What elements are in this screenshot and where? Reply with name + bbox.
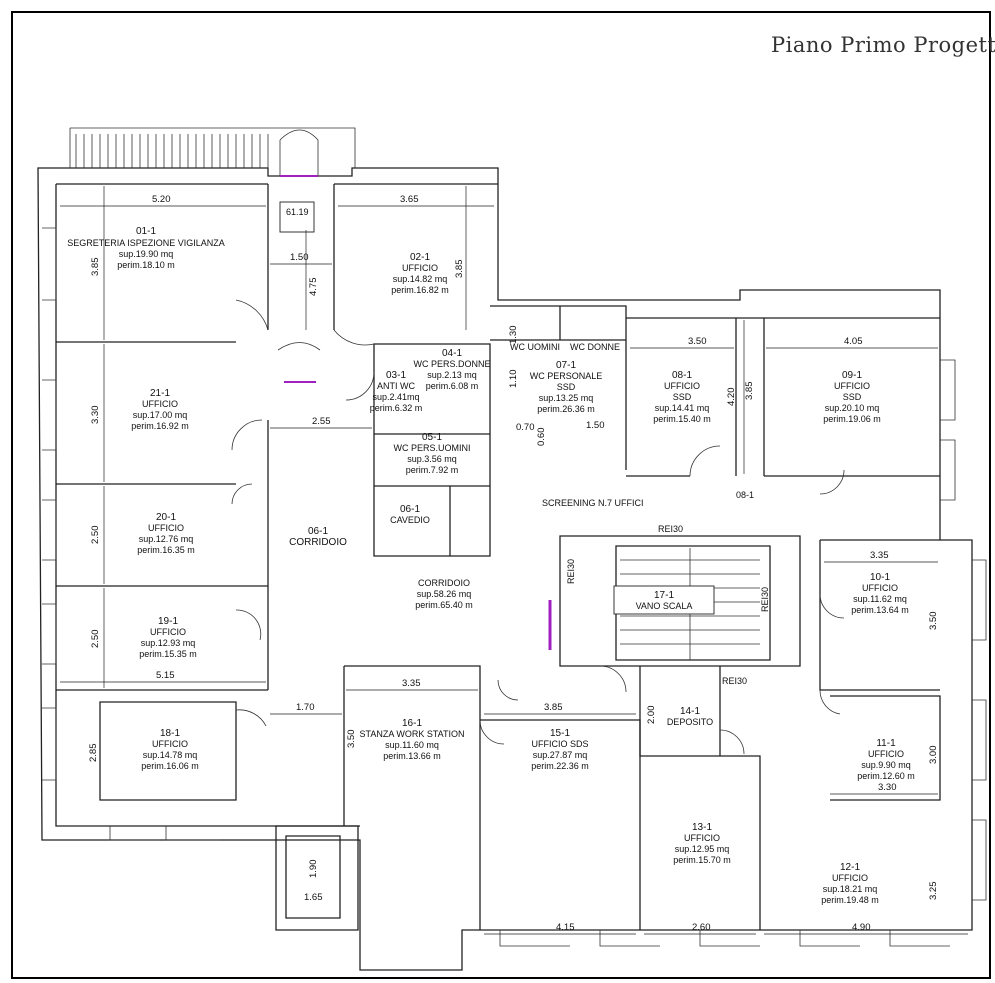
corridor-08-label: 08-1 bbox=[736, 490, 754, 500]
dim-text: 2.60 bbox=[692, 922, 711, 933]
elevator bbox=[279, 201, 315, 233]
drawing-title: Piano Primo Progett bbox=[771, 33, 995, 57]
dim-text: 1.50 bbox=[290, 252, 309, 263]
dim-text: 2.50 bbox=[90, 630, 101, 649]
dim-text: 4.15 bbox=[556, 922, 575, 933]
dim-text: 1.70 bbox=[296, 702, 315, 713]
elevator-code-label: 61.19 bbox=[286, 207, 309, 217]
dim-text: 3.85 bbox=[544, 702, 563, 713]
dim-text: 3.50 bbox=[346, 730, 357, 749]
dim-text: 4.05 bbox=[844, 336, 863, 347]
dim-text: 2.85 bbox=[88, 744, 99, 763]
dim-text: 3.35 bbox=[402, 678, 421, 689]
rei-left-label: REI30 bbox=[566, 559, 576, 584]
dim-text: 3.50 bbox=[688, 336, 707, 347]
misc-labels: SCREENING N.7 UFFICI WC UOMINI WC DONNE … bbox=[286, 207, 770, 686]
wc-donne-label: WC DONNE bbox=[570, 342, 620, 352]
dim-text: 3.85 bbox=[90, 258, 101, 277]
rei-top-label: REI30 bbox=[658, 524, 683, 534]
dim-text: 5.20 bbox=[152, 194, 171, 205]
dim-text: 1.30 bbox=[508, 326, 519, 345]
dim-text: 3.00 bbox=[928, 746, 939, 765]
interior-walls bbox=[56, 183, 941, 931]
dim-text: 4.20 bbox=[726, 388, 737, 407]
dim-text: 4.75 bbox=[308, 278, 319, 297]
dim-text: 1.50 bbox=[586, 420, 605, 431]
dim-text: 3.50 bbox=[928, 612, 939, 631]
dim-text: 1.90 bbox=[308, 860, 319, 879]
stairs bbox=[613, 548, 760, 660]
dim-text: 1.10 bbox=[508, 370, 519, 389]
rei-right-label: REI30 bbox=[760, 587, 770, 612]
dim-text: 2.50 bbox=[90, 526, 101, 545]
dim-text: 5.15 bbox=[156, 670, 175, 681]
wc-uomini-label: WC UOMINI bbox=[510, 342, 560, 352]
dim-text: 2.00 bbox=[646, 706, 657, 725]
doors bbox=[231, 129, 845, 755]
dim-text: 3.30 bbox=[90, 406, 101, 425]
dim-text: 3.85 bbox=[744, 382, 755, 401]
dim-text: 3.25 bbox=[928, 882, 939, 901]
dim-text: 3.85 bbox=[454, 260, 465, 279]
dim-text: 4.90 bbox=[852, 922, 871, 933]
dimension-values: 5.20 3.65 3.85 1.50 4.75 3.85 3.30 2.55 … bbox=[88, 194, 939, 933]
windows bbox=[42, 227, 987, 947]
screening-label: SCREENING N.7 UFFICI bbox=[542, 498, 644, 508]
rei-deposito-label: REI30 bbox=[722, 676, 747, 686]
dim-text: 0.60 bbox=[536, 428, 547, 447]
drawing-frame bbox=[11, 11, 991, 979]
dim-text: 3.30 bbox=[878, 782, 897, 793]
dim-text: 3.65 bbox=[400, 194, 419, 205]
dim-text: 2.55 bbox=[312, 416, 331, 427]
dim-text: 3.35 bbox=[870, 550, 889, 561]
dim-text: 1.65 bbox=[304, 892, 323, 903]
dimension-lines bbox=[60, 186, 968, 935]
dim-text: 0.70 bbox=[516, 422, 535, 433]
